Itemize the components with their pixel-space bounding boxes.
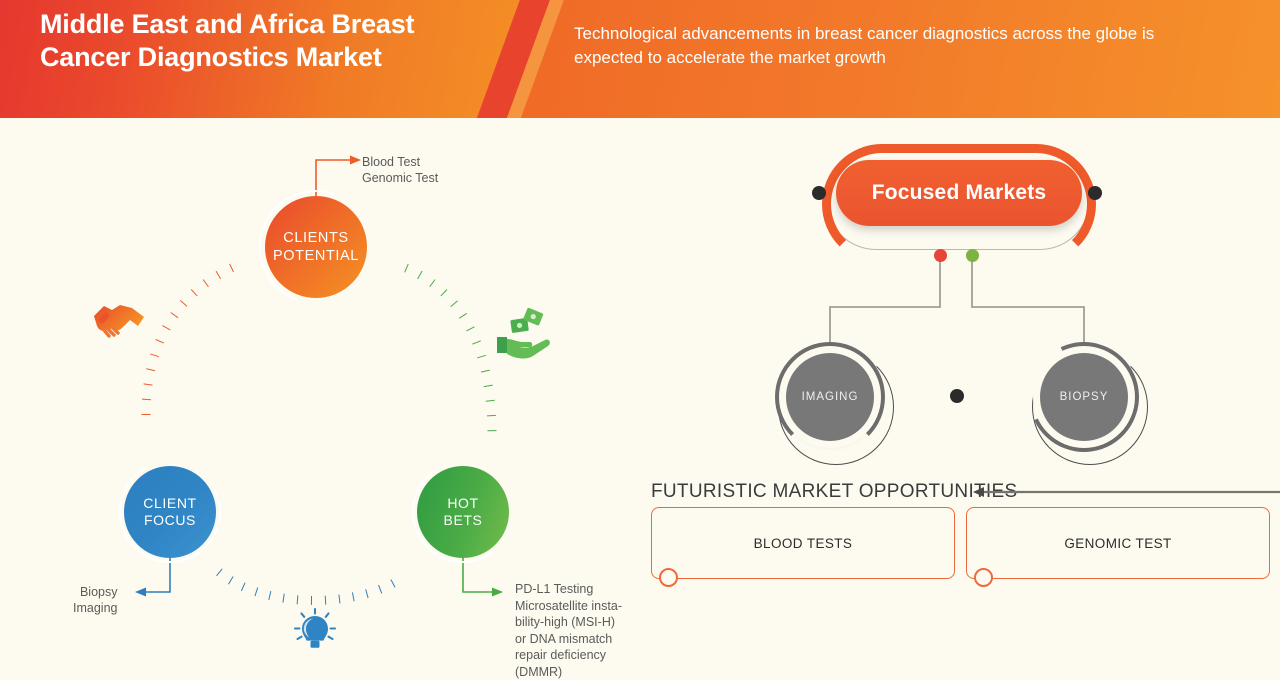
header-left-gradient (0, 0, 560, 118)
connector-to-imaging (829, 256, 941, 352)
connector-hot-bets (462, 558, 492, 593)
focused-markets-dot-left (812, 186, 826, 200)
connector-to-biopsy (971, 256, 1085, 352)
node-client-focus-label: CLIENT FOCUS (143, 494, 197, 529)
node-imaging[interactable]: IMAGING (786, 353, 874, 441)
header-subtitle: Technological advancements in breast can… (574, 24, 1155, 68)
biopsy-thin-ring (1032, 349, 1148, 465)
focused-markets-label: Focused Markets (871, 181, 1047, 204)
node-biopsy-label: BIOPSY (1059, 391, 1109, 403)
node-imaging-label: IMAGING (801, 391, 859, 403)
focused-markets-orange-arc (822, 144, 1096, 264)
label-client-focus-detail: Biopsy Imaging (73, 585, 118, 615)
handshake-icon (94, 305, 144, 338)
node-biopsy[interactable]: BIOPSY (1040, 353, 1128, 441)
page-title: Middle East and Africa Breast Cancer Dia… (40, 9, 415, 73)
arrowhead-clients-potential (350, 155, 361, 165)
imaging-connector-dot (934, 249, 947, 262)
opportunity-box-genomic-test-label: GENOMIC TEST (1064, 535, 1172, 551)
dotted-arc-orange (141, 260, 240, 416)
opportunity-box-genomic-test[interactable]: GENOMIC TEST (966, 507, 1270, 579)
node-clients-potential[interactable]: CLIENTS POTENTIAL (265, 196, 367, 298)
label-clients-potential-detail: Blood Test Genomic Test (362, 155, 439, 185)
node-hot-bets-label: HOT BETS (443, 494, 483, 529)
money-hand-icon (497, 307, 550, 359)
biopsy-connector-dot (966, 249, 979, 262)
dotted-arc-green (404, 263, 497, 437)
opportunity-box-blood-tests-label: BLOOD TESTS (753, 535, 853, 551)
node-client-focus[interactable]: CLIENT FOCUS (124, 466, 216, 558)
opportunity-knob-genomic-test (974, 568, 993, 587)
label-hot-bets-detail: PD-L1 Testing Microsatellite insta- bili… (515, 582, 622, 679)
node-clients-potential-label: CLIENTS POTENTIAL (273, 229, 359, 264)
opportunity-knob-blood-tests (659, 568, 678, 587)
header-right-gradient (520, 0, 1280, 118)
arrowhead-hot-bets (492, 587, 503, 597)
arrowhead-client-focus (135, 587, 146, 597)
focused-markets-pill[interactable]: Focused Markets (836, 160, 1082, 226)
futuristic-opportunities-title: FUTURISTIC MARKET OPPORTUNITIES (651, 481, 1018, 502)
center-accent-dot (950, 389, 964, 403)
opportunity-box-blood-tests[interactable]: BLOOD TESTS (651, 507, 955, 579)
header-banner: Middle East and Africa Breast Cancer Dia… (0, 0, 1280, 118)
lightbulb-icon (293, 607, 337, 648)
node-hot-bets[interactable]: HOT BETS (417, 466, 509, 558)
dotted-arc-blue (216, 568, 402, 605)
focused-markets-dot-right (1088, 186, 1102, 200)
